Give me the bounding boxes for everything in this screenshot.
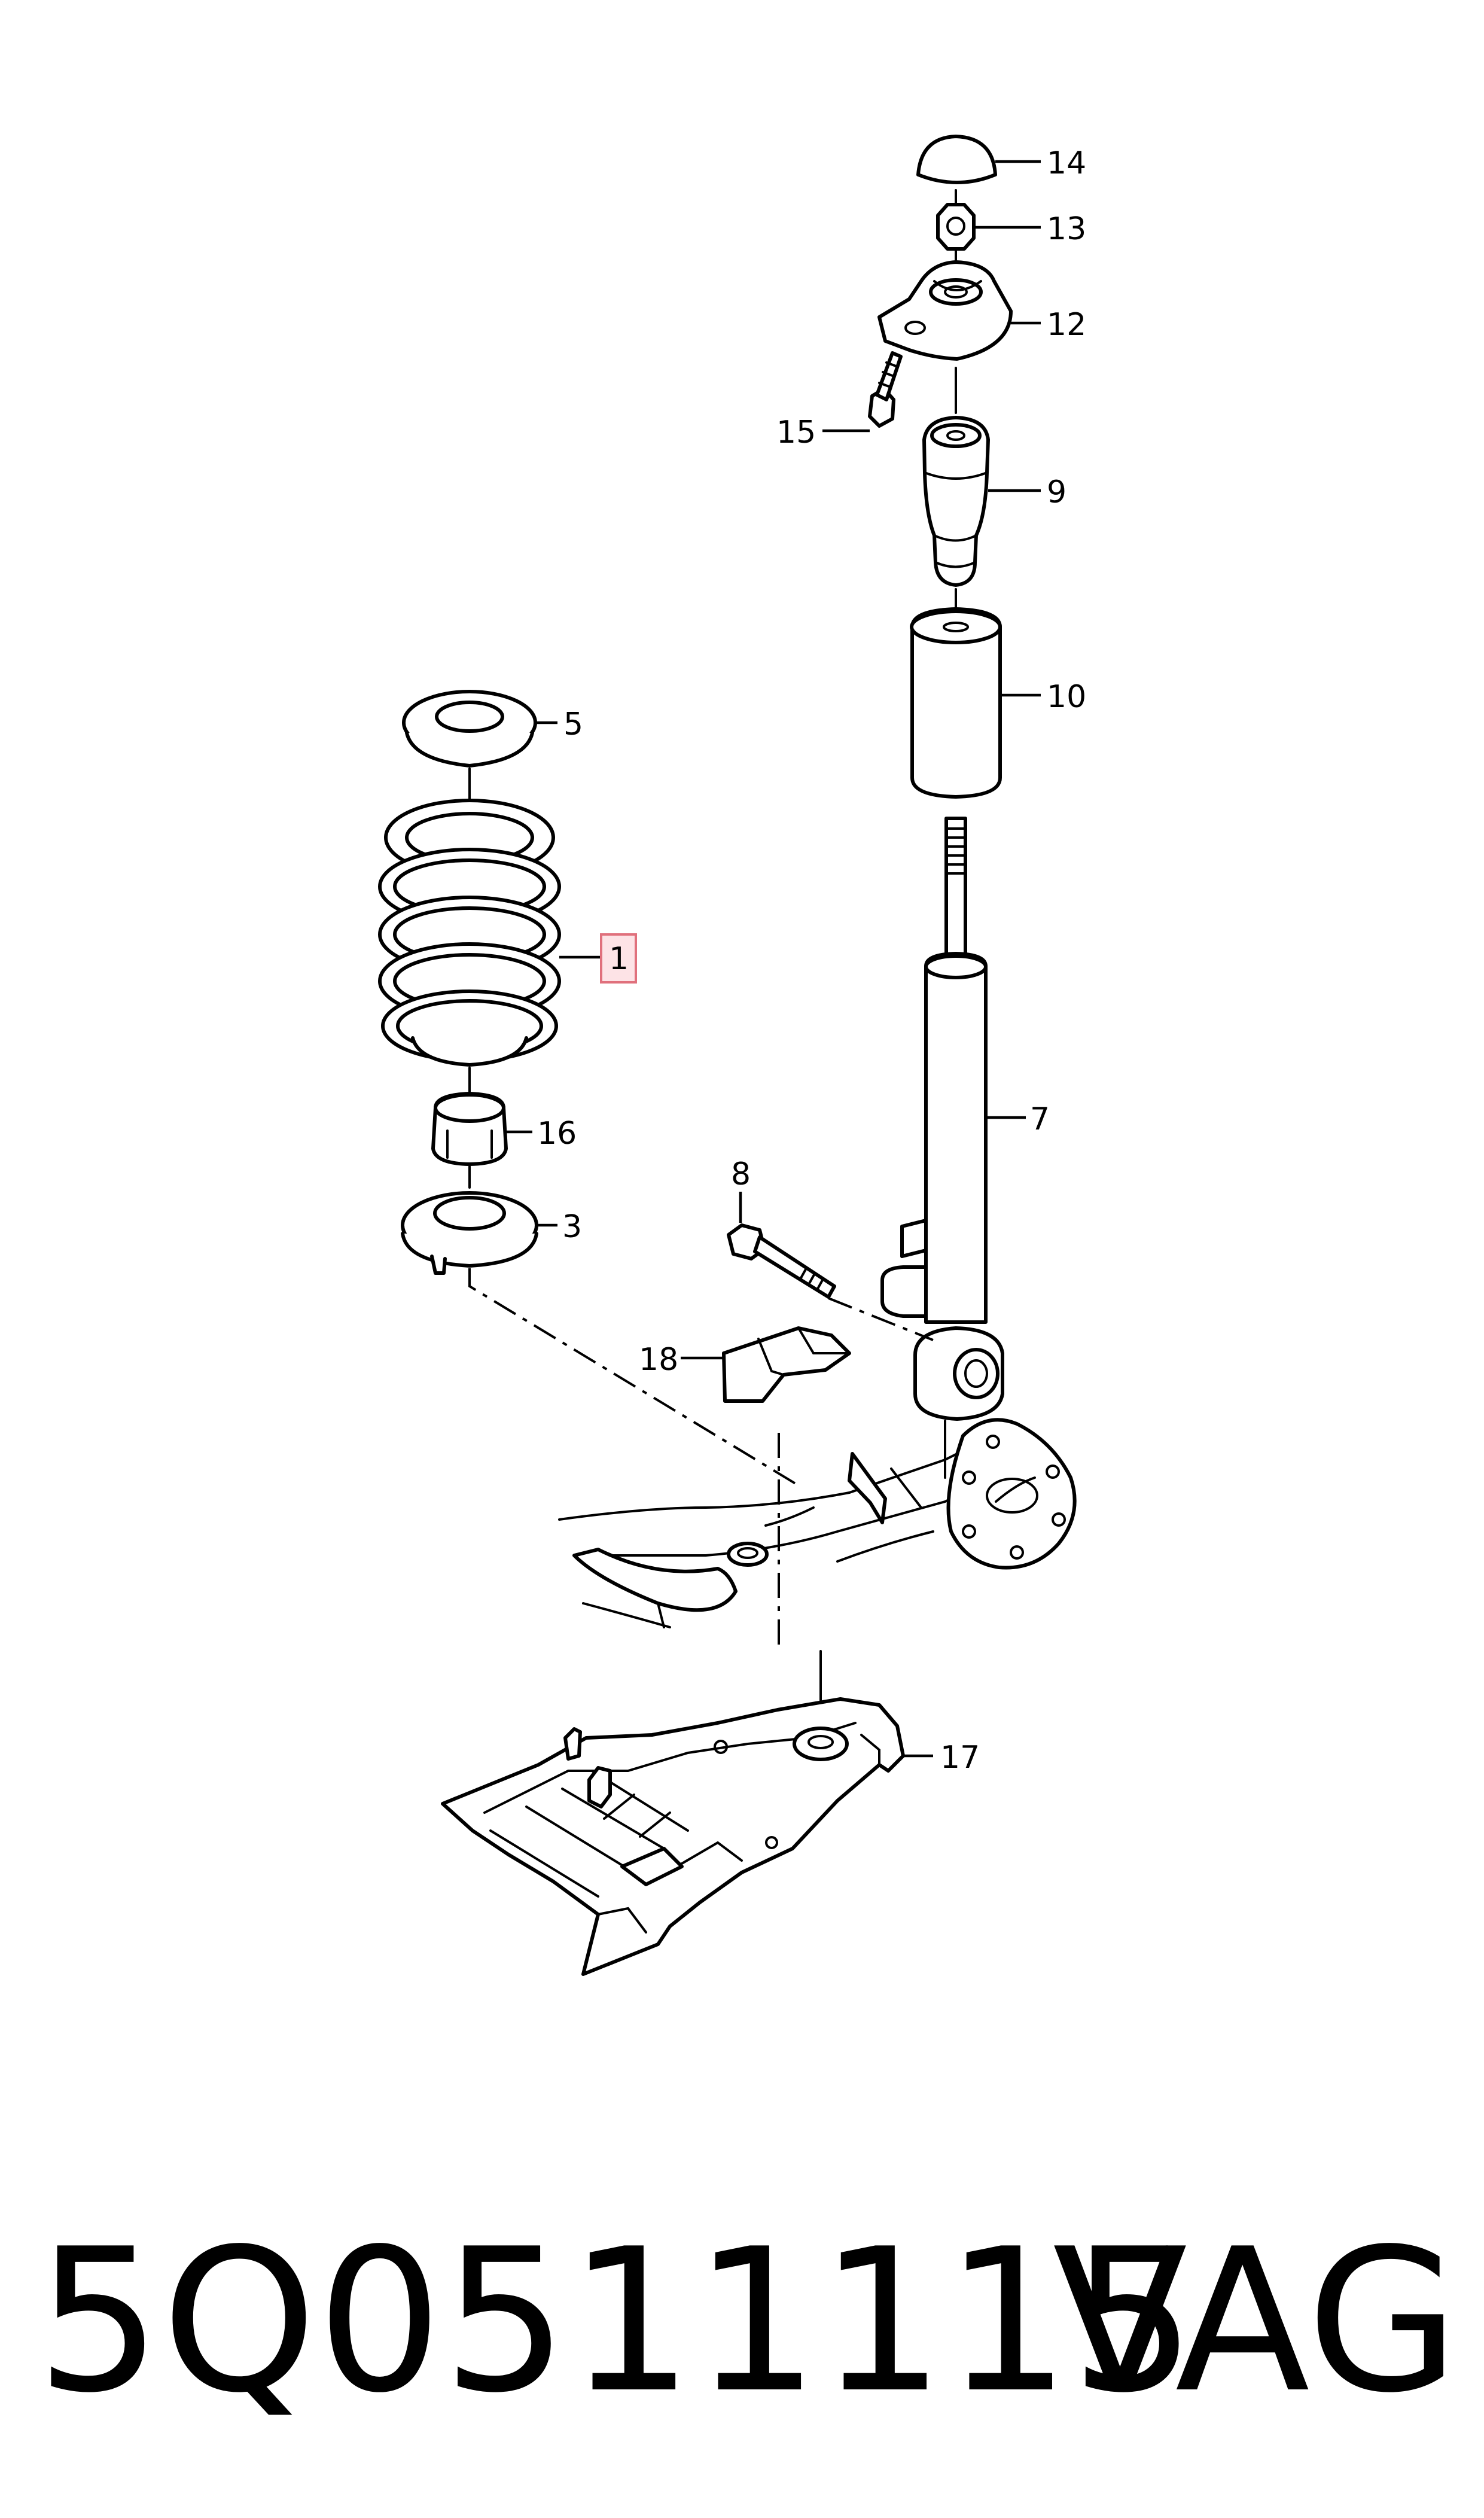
rear-axle-beam — [558, 1441, 982, 1628]
callout-16: 16 — [537, 1116, 577, 1152]
mounting-bolt-part-8[interactable] — [727, 1192, 836, 1299]
nut-part-13[interactable] — [936, 203, 1041, 251]
caption-bar: 5Q0511115 VAG — [36, 2208, 1459, 2435]
bushing-part-16[interactable] — [431, 1092, 532, 1166]
callout-12: 12 — [1047, 307, 1086, 343]
coil-spring-part-1[interactable] — [378, 799, 601, 1067]
callout-8: 8 — [731, 1156, 751, 1192]
protective-tube-part-10[interactable] — [910, 607, 1041, 799]
callout-3: 3 — [562, 1209, 582, 1245]
strut-mount-part-12[interactable] — [877, 260, 1041, 361]
upper-spring-seat-part-5[interactable] — [402, 690, 557, 768]
bracket-part-18[interactable] — [681, 1326, 851, 1403]
callout-13: 13 — [1047, 211, 1086, 247]
brand-text: VAG — [1052, 2206, 1459, 2436]
lower-spring-seat-part-3[interactable] — [401, 1191, 557, 1275]
dust-cap-part-14[interactable] — [916, 135, 1041, 184]
underbody-panel-part-17[interactable] — [441, 1697, 933, 1976]
callout-9: 9 — [1047, 474, 1066, 510]
callout-5: 5 — [563, 707, 583, 742]
callout-labels: 14 13 12 15 9 10 5 1 7 16 8 3 18 17 — [537, 145, 1086, 1776]
wheel-carrier-flange — [946, 1418, 1077, 1570]
callout-1: 1 — [609, 941, 629, 977]
callout-15: 15 — [776, 415, 816, 450]
bolt-part-15[interactable] — [822, 351, 903, 433]
callout-14: 14 — [1047, 145, 1086, 181]
part-number-text: 5Q0511115 — [36, 2206, 1196, 2436]
callout-7: 7 — [1030, 1101, 1050, 1137]
bump-stop-part-9[interactable] — [922, 416, 1041, 587]
callout-18: 18 — [639, 1342, 678, 1378]
shock-absorber-part-7[interactable] — [880, 817, 1026, 1421]
callout-10: 10 — [1047, 679, 1086, 715]
callout-17: 17 — [940, 1740, 980, 1776]
highlight-callout-1[interactable] — [600, 933, 637, 984]
